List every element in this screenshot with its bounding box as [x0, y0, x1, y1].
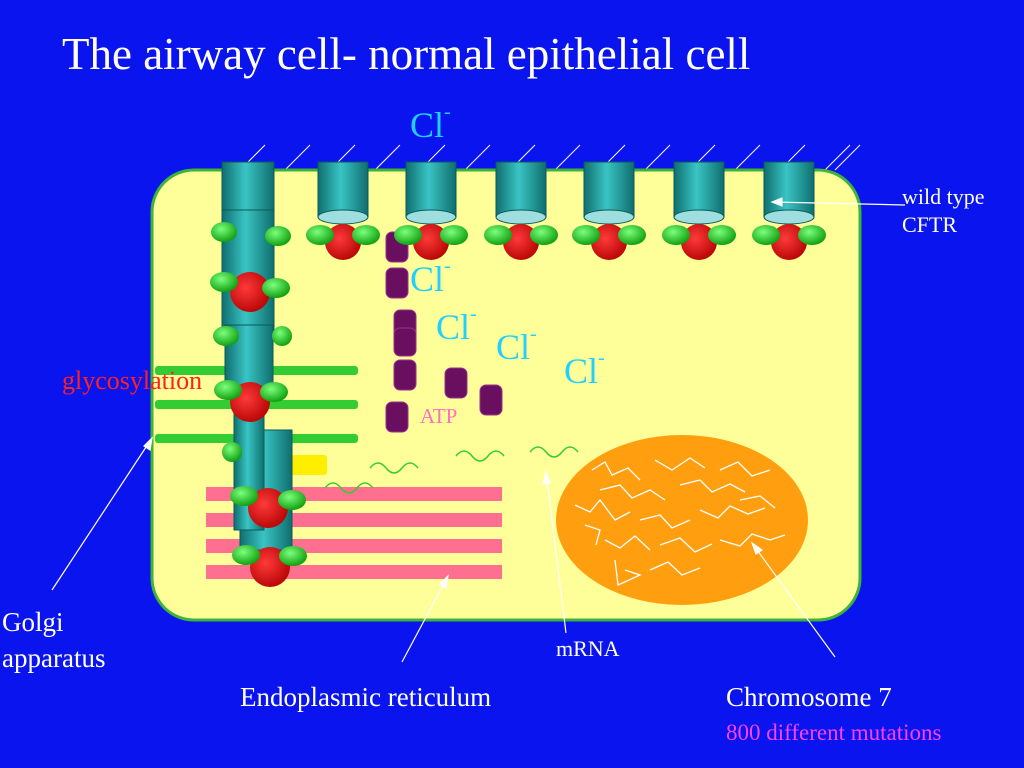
cftr-channel-2	[394, 161, 468, 260]
chloride-ion-2: Cl-	[410, 255, 451, 299]
mutations-label: 800 different mutations	[726, 720, 942, 745]
mrna-strands	[324, 446, 579, 494]
cftr-channel-1	[306, 161, 380, 260]
cftr-channel-4	[572, 161, 646, 260]
chloride-ion-3: Cl-	[436, 303, 477, 347]
cftr-channel-5	[662, 161, 736, 260]
column-domains	[210, 222, 307, 587]
atp-vesicles	[385, 231, 503, 433]
nucleus	[556, 435, 808, 605]
chromosome-label: Chromosome 7	[726, 682, 892, 712]
label-pointers	[51, 197, 906, 663]
chromosome-strands	[574, 457, 786, 586]
mrna-label: mRNA	[556, 636, 620, 661]
cftr-channels	[306, 161, 826, 260]
chloride-ion-5: Cl-	[564, 347, 605, 391]
wild-type-label: wild type CFTR	[902, 184, 985, 237]
page-title: The airway cell- normal epithelial cell	[62, 29, 751, 79]
cftr-channel-3	[484, 161, 558, 260]
er-label: Endoplasmic reticulum	[240, 682, 492, 712]
chloride-ion-1: Cl-	[410, 101, 451, 145]
atp-label: ATP	[420, 404, 458, 428]
chloride-ion-4: Cl-	[496, 323, 537, 367]
glycosylation-label: glycosylation	[62, 366, 203, 395]
cftr-channel-6	[752, 161, 826, 260]
golgi-label: Golgi apparatus	[2, 607, 106, 673]
